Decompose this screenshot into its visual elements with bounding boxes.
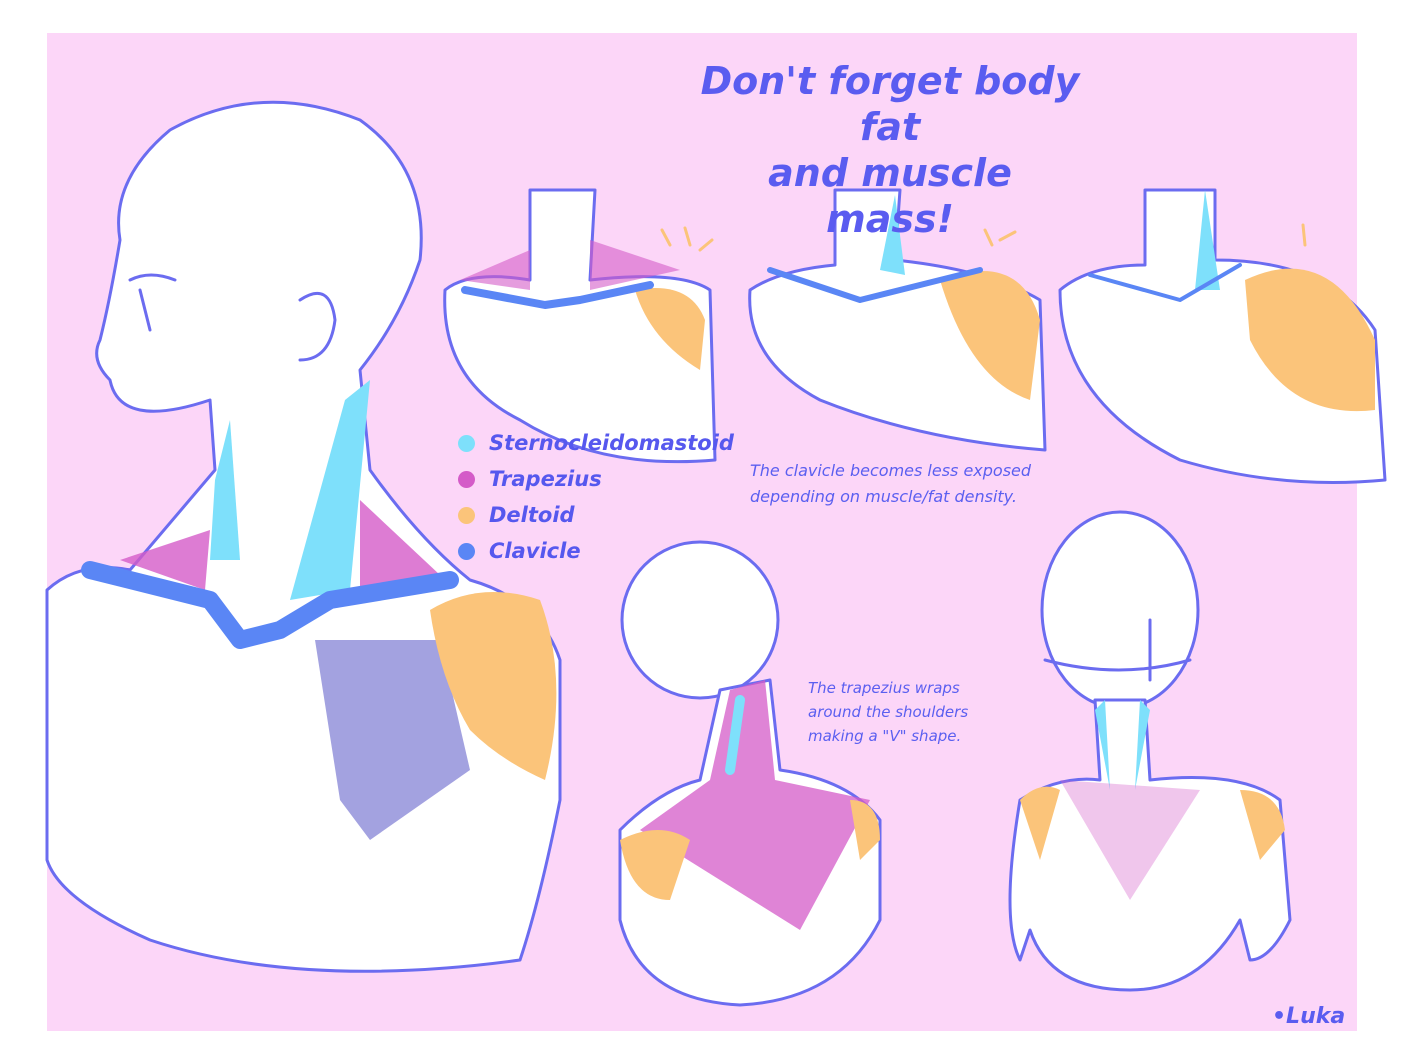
legend-swatch [458,434,475,452]
main-figure [45,100,562,973]
legend-swatch [458,506,475,524]
trapezius-note: The trapezius wraps around the shoulders… [808,676,968,748]
note-line: The clavicle becomes less exposed [750,461,1032,480]
title-line-1: Don't forget body fat [700,59,1080,149]
front-figure [1008,510,1292,992]
legend-item-sternocleidomastoid: Sternocleidomastoid [458,425,734,461]
legend-item-deltoid: Deltoid [458,497,734,533]
torso-lean [443,188,717,464]
torso-fat [1058,188,1387,484]
legend-label: Deltoid [489,503,575,527]
note-line: depending on muscle/fat density. [750,487,1017,506]
legend-item-clavicle: Clavicle [458,533,734,569]
legend-item-trapezius: Trapezius [458,461,734,497]
page-title: Don't forget body fat and muscle mass! [700,58,1080,242]
clavicle-note: The clavicle becomes less exposed depend… [750,458,1031,510]
note-line: around the shoulders [808,703,969,721]
artist-signature: •Luka [1272,1004,1346,1029]
legend-label: Trapezius [489,467,602,491]
muscle-legend: Sternocleidomastoid Trapezius Deltoid Cl… [458,425,734,569]
torso-muscular [748,188,1047,452]
legend-swatch [458,542,475,560]
back-figure [618,540,882,1007]
title-line-2: and muscle mass! [768,151,1012,241]
legend-label: Sternocleidomastoid [489,431,734,455]
note-line: making a "V" shape. [808,727,962,745]
note-line: The trapezius wraps [808,679,960,697]
legend-swatch [458,470,475,488]
legend-label: Clavicle [489,539,581,563]
